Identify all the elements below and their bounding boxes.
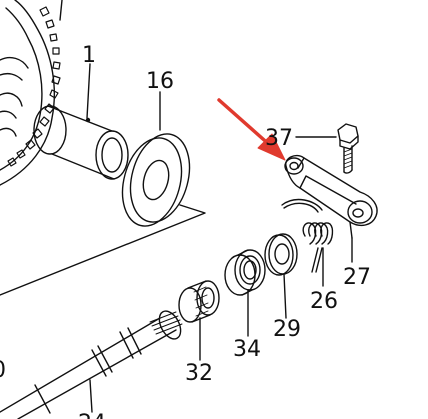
part-29-washer bbox=[264, 233, 298, 276]
red-arrow-indicator bbox=[217, 98, 286, 161]
part-16-washer bbox=[121, 133, 191, 227]
callout-27: 27 bbox=[343, 265, 371, 290]
large-gear bbox=[0, 0, 63, 186]
callout-29: 29 bbox=[273, 317, 301, 342]
part-1-sleeve bbox=[33, 105, 129, 180]
part-37-bolt bbox=[337, 123, 359, 174]
callout-1: 1 bbox=[82, 43, 96, 68]
part-32-needle-bearing bbox=[178, 280, 220, 323]
callout-34: 34 bbox=[233, 337, 261, 362]
leader-29 bbox=[283, 273, 287, 319]
part-24-shaft bbox=[0, 310, 183, 419]
part-26-spring bbox=[281, 198, 334, 273]
part-34-bearing bbox=[224, 249, 266, 296]
leader-1 bbox=[86, 63, 91, 119]
callout-0: 0 bbox=[0, 358, 6, 383]
leader-24 bbox=[89, 379, 93, 413]
part-27-lever bbox=[284, 154, 378, 239]
callout-24: 24 bbox=[78, 411, 106, 419]
callout-16: 16 bbox=[146, 69, 174, 94]
callout-32: 32 bbox=[185, 361, 213, 386]
callout-26: 26 bbox=[310, 289, 338, 314]
shaft-axis-plane bbox=[0, 204, 206, 296]
callout-37: 37 bbox=[265, 126, 293, 151]
